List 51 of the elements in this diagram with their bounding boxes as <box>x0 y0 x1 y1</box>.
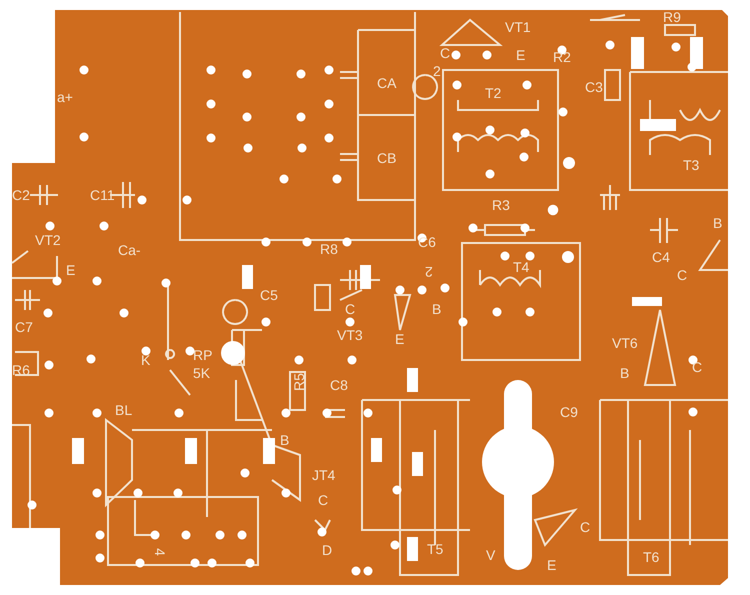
silkscreen-label: C4 <box>652 250 670 264</box>
silkscreen-label: VT2 <box>35 233 61 247</box>
silkscreen-label: VT1 <box>505 20 531 34</box>
silkscreen-label: CA <box>377 76 396 90</box>
silkscreen-label: C6 <box>418 235 436 249</box>
silkscreen-label: a+ <box>57 90 73 104</box>
silkscreen-label: R9 <box>663 10 681 24</box>
silkscreen-label: C7 <box>15 320 33 334</box>
silkscreen-label: B <box>620 366 630 380</box>
silkscreen-label: C3 <box>585 80 603 94</box>
silkscreen-label: B <box>432 302 442 316</box>
silkscreen-label: T5 <box>427 542 444 556</box>
silkscreen-label: R2 <box>553 50 571 64</box>
silkscreen-label: T4 <box>513 260 530 274</box>
silkscreen-label: 5K <box>193 366 210 380</box>
silkscreen-label: C11 <box>90 188 115 202</box>
silkscreen-label: T6 <box>643 550 660 564</box>
silkscreen-label: C <box>318 493 328 507</box>
silkscreen-label: E <box>66 263 76 277</box>
silkscreen-label: E <box>395 332 404 346</box>
silkscreen-label: T3 <box>683 158 700 172</box>
silkscreen-label: D <box>322 543 332 557</box>
silkscreen-label: B <box>713 216 722 230</box>
silkscreen-label: CB <box>377 151 396 165</box>
silkscreen-label: RP <box>193 348 212 362</box>
silkscreen-label: R5 <box>292 373 306 391</box>
silkscreen-label: C9 <box>560 405 578 419</box>
silkscreen-label: C <box>440 46 450 60</box>
silkscreen-label: C <box>692 360 702 374</box>
silkscreen-label: V <box>486 548 496 562</box>
silkscreen-label: E <box>547 558 556 572</box>
silkscreen-label: 2 <box>433 64 441 78</box>
silkscreen-label: R8 <box>320 242 338 256</box>
silkscreen-label: K <box>141 353 150 367</box>
silkscreen-label: C <box>345 302 356 316</box>
silkscreen-label: BL <box>115 403 132 417</box>
silkscreen-label: C5 <box>260 288 278 302</box>
silkscreen-label: R3 <box>492 198 510 212</box>
silkscreen-label: E <box>516 48 526 62</box>
silkscreen-label: C8 <box>330 378 348 392</box>
silkscreen-label: C <box>677 268 688 282</box>
silkscreen-label: Ca- <box>118 243 141 257</box>
silkscreen-label: VT3 <box>337 328 363 342</box>
silkscreen-label: JT4 <box>312 468 336 482</box>
silkscreen-label: T2 <box>485 86 502 100</box>
silkscreen-label: 4 <box>152 548 167 556</box>
silkscreen-label: C <box>580 520 590 534</box>
silkscreen-label: 2 <box>425 265 433 279</box>
silkscreen-label: C2 <box>12 188 30 202</box>
silkscreen-label: VT6 <box>612 336 638 350</box>
silkscreen-label: B <box>280 433 290 447</box>
